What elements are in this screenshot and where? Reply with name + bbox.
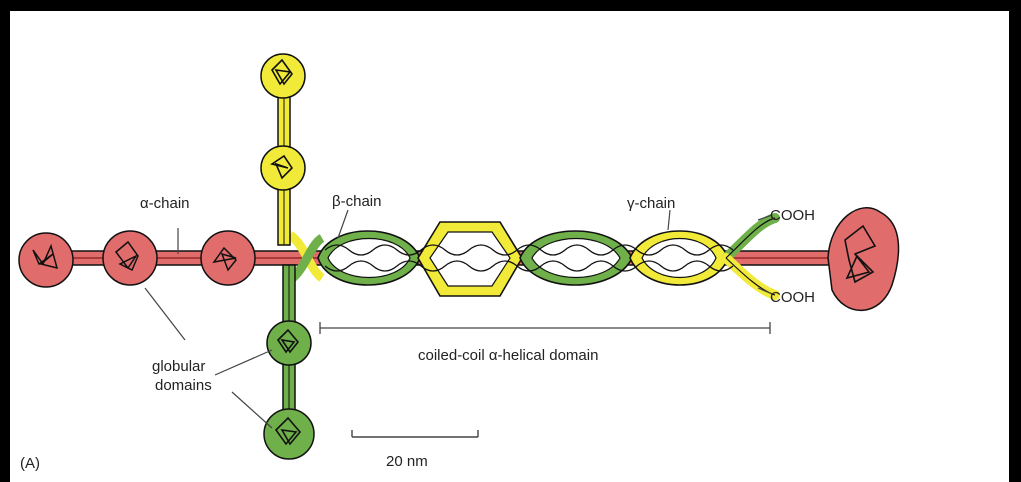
globular-domain-alpha-terminal (828, 208, 899, 311)
panel-label: (A) (20, 455, 40, 472)
globular-domain-top-2 (261, 146, 305, 190)
globular-domain-bottom-1 (267, 321, 311, 365)
globular-domain-alpha-2 (103, 231, 157, 285)
globular-domain-bottom-2 (264, 409, 314, 459)
coiled-coil-segments (290, 218, 775, 296)
cooh-top-label: COOH (770, 207, 815, 224)
globular-domain-alpha-3 (201, 231, 255, 285)
cooh-bottom-label: COOH (770, 289, 815, 306)
globular-domain-top-1 (261, 54, 305, 98)
globular-domains-label-line2: domains (155, 377, 212, 394)
globular-domain-alpha-1 (19, 233, 73, 287)
gamma-chain-label: γ-chain (627, 195, 675, 212)
scale-bar (352, 430, 478, 437)
beta-chain-label: β-chain (332, 193, 381, 210)
coiled-coil-domain-label: coiled-coil α-helical domain (418, 347, 598, 364)
coiled-coil-bracket (320, 322, 770, 334)
globular-domains-label-line1: globular (152, 358, 205, 375)
alpha-chain-label: α-chain (140, 195, 190, 212)
scale-bar-label: 20 nm (386, 453, 428, 470)
